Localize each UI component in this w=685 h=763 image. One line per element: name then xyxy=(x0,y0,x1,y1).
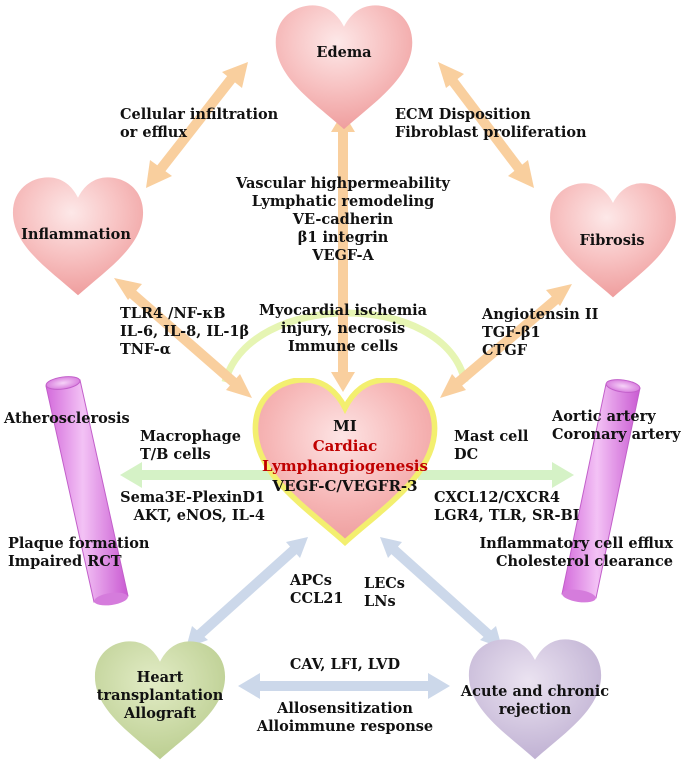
inflammation-label: Inflammation xyxy=(21,226,131,243)
ecm-line-2: Fibroblast proliferation xyxy=(395,124,587,141)
center-lymphangiogenesis: Lymphangiogenesis xyxy=(262,457,428,475)
fibrosis-label: Fibrosis xyxy=(579,232,645,249)
edema-label: Edema xyxy=(316,44,372,61)
tlr4-line-1: TLR4 /NF-κB xyxy=(120,305,226,322)
lecs-line-1: LECs xyxy=(364,575,405,592)
mast-label: Mast cell DC xyxy=(454,428,528,464)
cav-label: CAV, LFI, LVD xyxy=(289,656,401,673)
left-vessel-bottom-label: Plaque formation Impaired RCT xyxy=(8,535,149,571)
rejection-label: Acute and chronic rejection xyxy=(461,683,609,719)
arrow-center-right-vessel xyxy=(418,462,574,488)
cellular-infiltration-label: Cellular infiltration or efflux xyxy=(120,106,278,142)
tlr4-line-2: IL-6, IL-8, IL-1β xyxy=(120,323,250,340)
allo-line-2: Alloimmune response xyxy=(256,718,434,735)
inflammatory-cell-efflux: Inflammatory cell efflux xyxy=(479,535,673,552)
right-vessel-title-label: Aortic artery Coronary artery xyxy=(552,408,681,444)
arrow-center-inflammation xyxy=(114,278,252,398)
atherosclerosis-label: Atherosclerosis xyxy=(4,410,130,427)
ischemia-line-3: Immune cells xyxy=(287,338,399,355)
tlr4-line-3: TNF-α xyxy=(120,341,171,358)
cxcl-line-1: CXCL12/CXCR4 xyxy=(434,489,560,506)
center-mi: MI xyxy=(333,417,357,435)
vascular-line-3: VE-cadherin xyxy=(292,211,394,228)
ecm-line-1: ECM Disposition xyxy=(395,106,531,123)
lecs-label: LECs LNs xyxy=(364,575,405,611)
ecm-label: ECM Disposition Fibroblast proliferation xyxy=(395,106,587,142)
macrophage-line-2: T/B cells xyxy=(140,446,211,463)
impaired-rct: Impaired RCT xyxy=(8,553,122,570)
sema-label: Sema3E-PlexinD1 AKT, eNOS, IL-4 xyxy=(120,489,265,525)
vascular-line-5: VEGF-A xyxy=(312,247,374,264)
angiotensin-line-2: TGF-β1 xyxy=(482,324,541,341)
arrow-center-left-vessel xyxy=(120,462,274,488)
transplant-line-2: transplantation xyxy=(96,687,224,704)
angiotensin-label: Angiotensin II TGF-β1 CTGF xyxy=(482,306,598,360)
vascular-line-1: Vascular highpermeability xyxy=(236,175,450,192)
rejection-line-2: rejection xyxy=(498,701,572,718)
mast-line-1: Mast cell xyxy=(454,428,529,445)
ischemia-line-1: Myocardial ischemia xyxy=(258,302,428,319)
cellular-infiltration-line-2: or efflux xyxy=(120,124,187,141)
sema-line-2: AKT, eNOS, IL-4 xyxy=(133,507,265,524)
ischemia-label: Myocardial ischemia injury, necrosis Imm… xyxy=(259,302,427,356)
mast-line-2: DC xyxy=(454,446,479,463)
angiotensin-line-1: Angiotensin II xyxy=(482,306,599,323)
cholesterol-clearance: Cholesterol clearance xyxy=(495,553,673,570)
rejection-line-1: Acute and chronic xyxy=(460,683,610,700)
center-cardiac: Cardiac xyxy=(312,437,378,455)
apcs-line-2: CCL21 xyxy=(290,590,344,607)
right-vessel-bottom-label: Inflammatory cell efflux Cholesterol cle… xyxy=(479,535,673,571)
angiotensin-line-3: CTGF xyxy=(482,342,528,359)
macrophage-line-1: Macrophage xyxy=(140,428,242,445)
arrow-center-fibrosis xyxy=(440,284,572,398)
allo-line-1: Allosensitization xyxy=(277,700,413,717)
ischemia-line-2: injury, necrosis xyxy=(280,320,406,337)
apcs-line-1: APCs xyxy=(290,572,332,589)
edema-heart xyxy=(275,5,413,130)
transplant-label: Heart transplantation Allograft xyxy=(97,669,224,723)
right-vessel xyxy=(561,379,641,603)
arrow-transplant-rejection xyxy=(238,673,450,699)
arrow-edema-inflammation xyxy=(146,62,248,188)
cxcl-label: CXCL12/CXCR4 LGR4, TLR, SR-BI xyxy=(434,489,580,525)
plaque-formation: Plaque formation xyxy=(8,535,150,552)
left-vessel xyxy=(45,376,129,606)
cxcl-line-2: LGR4, TLR, SR-BI xyxy=(434,507,580,524)
vascular-line-4: β1 integrin xyxy=(297,229,389,246)
center-vegf: VEGF-C/VEGFR-3 xyxy=(272,477,418,495)
apcs-label: APCs CCL21 xyxy=(290,572,343,608)
center-label: MI Cardiac Lymphangiogenesis VEGF-C/VEGF… xyxy=(262,416,428,496)
transplant-line-3: Allograft xyxy=(123,705,197,722)
sema-line-1: Sema3E-PlexinD1 xyxy=(120,489,265,506)
tlr4-label: TLR4 /NF-κB IL-6, IL-8, IL-1β TNF-α xyxy=(120,305,249,359)
vascular-line-2: Lymphatic remodeling xyxy=(251,193,435,210)
arrow-edema-fibrosis xyxy=(438,62,534,188)
allo-label: Allosensitization Alloimmune response xyxy=(257,700,433,736)
lecs-line-2: LNs xyxy=(364,593,396,610)
coronary-artery: Coronary artery xyxy=(552,426,681,443)
macrophage-label: Macrophage T/B cells xyxy=(140,428,241,464)
transplant-line-1: Heart xyxy=(136,669,184,686)
vascular-label: Vascular highpermeability Lymphatic remo… xyxy=(236,175,450,265)
cellular-infiltration-line-1: Cellular infiltration xyxy=(120,106,279,123)
aortic-artery: Aortic artery xyxy=(552,408,656,425)
